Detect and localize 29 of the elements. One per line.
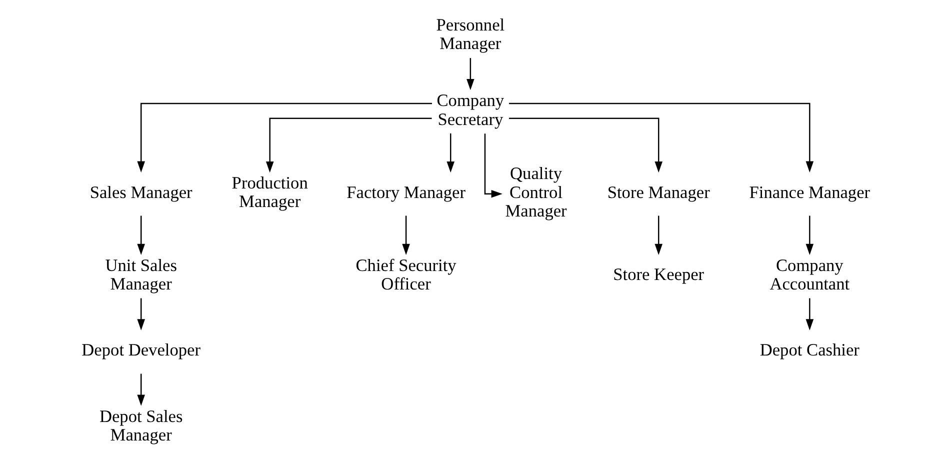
arrow	[466, 58, 474, 90]
arrow	[508, 102, 814, 172]
arrow	[136, 216, 144, 255]
node-text: Company Secretary	[436, 91, 504, 129]
node-text: Chief Security Officer	[355, 256, 456, 294]
node-text: Quality Control Manager	[504, 164, 566, 220]
node-text: Production Manager	[231, 174, 308, 212]
arrow	[265, 118, 432, 173]
node-text: Depot Developer	[81, 340, 200, 360]
arrow	[136, 374, 144, 406]
node-text: Depot Sales Manager	[98, 406, 182, 444]
node-text: Store Manager	[606, 182, 710, 202]
arrow	[805, 298, 814, 330]
node-text: Company Accountant	[769, 256, 850, 294]
arrow	[484, 134, 502, 198]
node-text: Depot Cashier	[759, 340, 859, 360]
node-text: Unit Sales Manager	[104, 256, 176, 294]
node-text: Factory Manager	[346, 182, 465, 202]
arrow	[654, 216, 662, 255]
arrow	[446, 133, 454, 173]
node-text: Sales Manager	[89, 182, 192, 202]
node-text: Personnel Manager	[436, 16, 504, 54]
arrow	[402, 216, 410, 255]
arrow	[805, 216, 814, 255]
node-text: Finance Manager	[748, 182, 870, 202]
arrow	[508, 118, 662, 173]
arrow	[136, 298, 144, 330]
arrow	[136, 102, 432, 172]
node-text: Store Keeper	[612, 265, 704, 284]
